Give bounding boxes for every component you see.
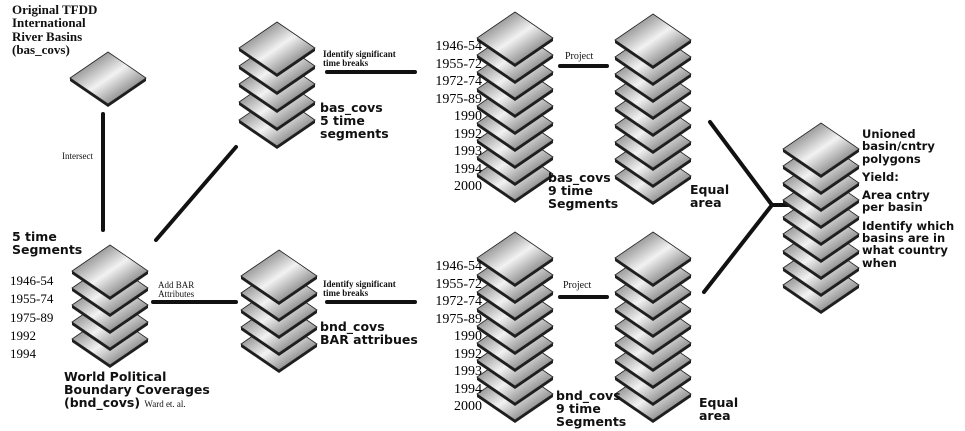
connector-merge-top xyxy=(708,120,774,207)
credit: Ward et. al. xyxy=(144,398,186,409)
project-label-top: Project xyxy=(565,51,594,62)
connector-to-bas5 xyxy=(154,145,238,242)
intersect-label: Intersect xyxy=(62,151,93,161)
connector-merge-bottom xyxy=(702,203,774,294)
years9-bottom: 1946-54 1955-72 1972-74 1975-89 1990 199… xyxy=(435,259,482,414)
years9-top: 1946-54 1955-72 1972-74 1975-89 1990 199… xyxy=(435,39,482,194)
project-label-bottom: Project xyxy=(563,280,592,291)
